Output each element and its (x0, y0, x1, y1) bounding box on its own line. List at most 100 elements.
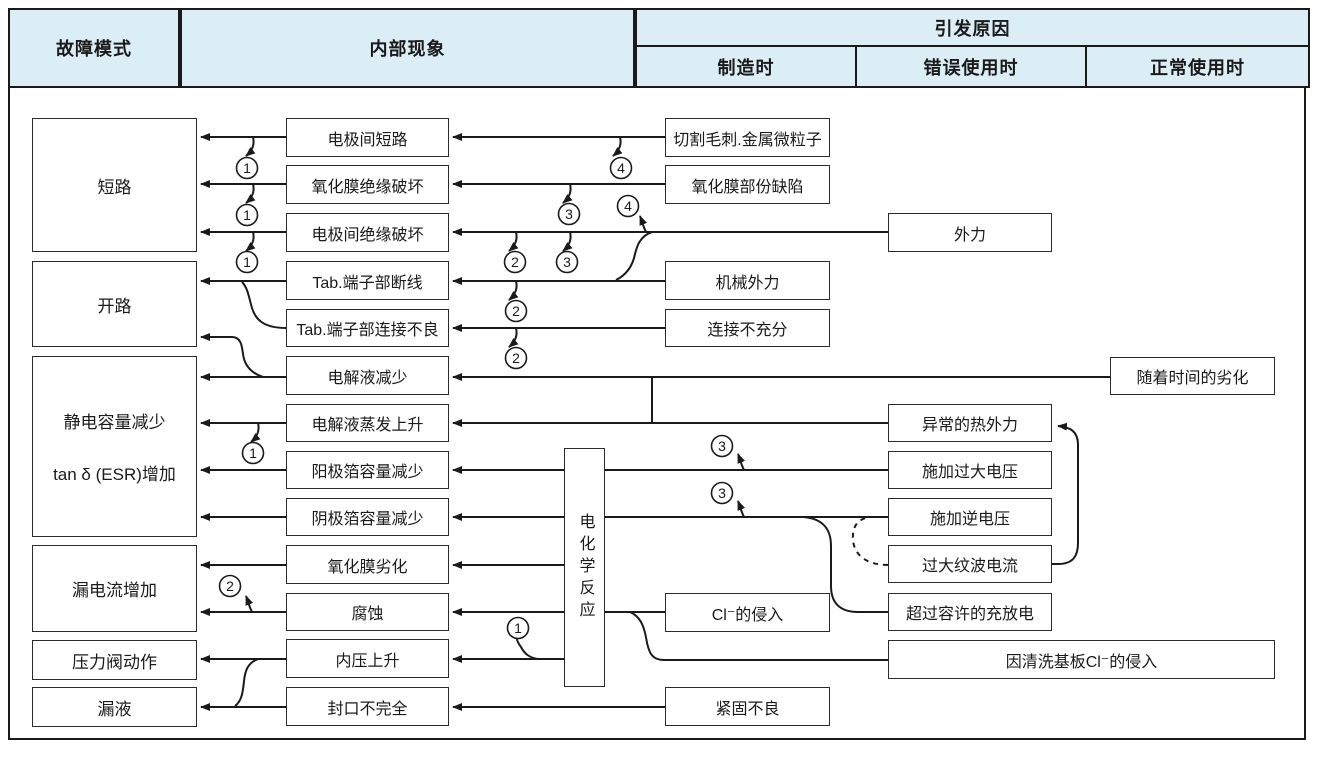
flow-box-cathode-foil-capacity-decrease: 阴极箔容量减少 (286, 498, 449, 536)
svg-text:1: 1 (249, 445, 257, 461)
flow-box-label: 施加逆电压 (929, 511, 1010, 528)
header-causes-manufacturing-label: 制造时 (717, 57, 775, 78)
svg-text:3: 3 (565, 206, 573, 222)
flow-box-over-charge-discharge: 超过容许的充放电 (888, 593, 1052, 631)
flow-edge-29 (615, 231, 653, 281)
flow-box-label: 封口不完全 (327, 700, 408, 718)
connector-badge-3: 3 (710, 434, 734, 458)
flow-box-label: 电极间绝缘破坏 (311, 226, 424, 244)
header-causes-misuse-label: 错误使用时 (923, 57, 1019, 78)
flow-box-label: Tab.端子部断线 (312, 274, 423, 292)
flow-box-label: 电极间短路 (327, 131, 408, 149)
flow-edge-42 (508, 280, 519, 301)
flow-box-electrolyte-evaporation-rise: 电解液蒸发上升 (286, 404, 449, 442)
connector-badge-1: 1 (235, 203, 259, 227)
connector-badge-2: 2 (218, 574, 242, 598)
flow-box-label: 静电容量减少 (63, 413, 166, 432)
flow-edge-32 (629, 611, 888, 661)
flow-edge-12 (200, 333, 264, 378)
flow-box-electrolyte-decrease: 电解液减少 (286, 356, 449, 395)
flow-box-label: 氧化膜劣化 (327, 558, 408, 576)
flow-box-label: 短路 (97, 177, 132, 197)
flow-edge-46 (737, 500, 746, 518)
flow-edge-38 (508, 231, 519, 252)
flow-box-excessive-ripple-current: 过大纹波电流 (888, 545, 1052, 583)
connector-badge-3: 3 (555, 250, 579, 274)
flow-box-insufficient-connection: 连接不充分 (665, 309, 830, 347)
flow-box-cutting-burr-metal-particles: 切割毛刺.金属微粒子 (665, 118, 830, 157)
header-causes-label: 引发原因 (934, 18, 1011, 39)
svg-text:1: 1 (243, 207, 251, 223)
flow-box-label: 超过容许的充放电 (905, 606, 1034, 623)
flow-box-label: 异常的热外力 (921, 417, 1018, 434)
flow-box-label: 压力阀动作 (72, 652, 157, 672)
flow-edge-33 (1052, 422, 1079, 565)
svg-text:1: 1 (243, 254, 251, 270)
flow-box-label: 阴极箔容量减少 (311, 511, 424, 528)
flow-box-cl-intrusion: Cl⁻的侵入 (665, 593, 830, 632)
flow-box-electrochemical-reaction: 电化学反应 (564, 448, 605, 687)
flow-box-tab-terminal-breakage: Tab.端子部断线 (286, 261, 449, 300)
flow-box-label: 外力 (953, 226, 986, 244)
flow-box-label: 漏液 (97, 699, 132, 719)
flow-box-label: 漏电流增加 (72, 581, 157, 600)
flow-edge-43 (508, 327, 519, 348)
svg-text:3: 3 (563, 254, 571, 270)
flow-edge-41 (612, 136, 623, 157)
flow-edge-45 (737, 453, 746, 471)
flow-box-cl-intrusion-board-cleaning: 因清洗基板Cl⁻的侵入 (888, 640, 1275, 679)
flow-box-label: 腐蚀 (351, 606, 384, 623)
flow-box-label: 随着时间的劣化 (1136, 370, 1249, 387)
connector-badge-4: 4 (616, 194, 640, 218)
flow-edge-14 (234, 658, 259, 707)
flow-box-internal-pressure-rise: 内压上升 (286, 639, 449, 678)
flow-box-label: 内压上升 (335, 652, 400, 670)
svg-text:3: 3 (718, 438, 726, 454)
svg-text:4: 4 (624, 198, 632, 214)
flow-box-external-force: 外力 (888, 213, 1052, 252)
flow-box-degradation-over-time: 随着时间的劣化 (1110, 357, 1275, 395)
flow-box-label: 氧化膜绝缘破坏 (311, 178, 424, 196)
svg-text:2: 2 (512, 350, 520, 366)
svg-text:4: 4 (617, 160, 625, 176)
header-fault-mode-label: 故障模式 (56, 39, 132, 59)
connector-badge-1: 1 (235, 156, 259, 180)
flow-box-label: 连接不充分 (707, 322, 788, 339)
flow-box-tab-terminal-poor-connection: Tab.端子部连接不良 (286, 309, 449, 347)
flow-box-abnormal-thermal-force: 异常的热外力 (888, 404, 1052, 442)
flow-box-label: 开路 (97, 296, 132, 316)
flow-edge-35 (245, 183, 256, 204)
header-internal-phenomenon: 内部现象 (180, 8, 635, 88)
flow-edge-39 (562, 231, 573, 252)
flow-box-mechanical-external-force: 机械外力 (665, 261, 830, 300)
flow-box-label: 施加过大电压 (921, 464, 1018, 481)
flow-box-oxide-film-insulation-breakdown: 氧化膜绝缘破坏 (286, 165, 449, 204)
flow-box-label: 切割毛刺.金属微粒子 (673, 131, 822, 149)
connector-badge-4: 4 (609, 156, 633, 180)
flow-box-label: 电解液减少 (327, 369, 408, 387)
header-internal-phenomenon-label: 内部现象 (369, 39, 446, 59)
connector-badge-2: 2 (503, 250, 527, 274)
flow-box-label: 电解液蒸发上升 (311, 417, 424, 434)
flow-edge-31 (851, 516, 889, 566)
flow-box-open-circuit: 开路 (32, 261, 197, 347)
flow-box-label: Tab.端子部连接不良 (296, 322, 439, 339)
svg-text:1: 1 (514, 620, 522, 636)
flow-box-excessive-voltage: 施加过大电压 (888, 451, 1052, 489)
header-fault-mode: 故障模式 (8, 8, 180, 88)
svg-text:3: 3 (718, 485, 726, 501)
connector-badge-1: 1 (506, 616, 530, 640)
flow-box-liquid-leakage: 漏液 (32, 687, 197, 727)
connector-badge-3: 3 (557, 202, 581, 226)
connector-badge-3: 3 (710, 481, 734, 505)
flow-box-label: 紧固不良 (715, 700, 780, 718)
connector-badge-1: 1 (235, 250, 259, 274)
flow-box-inter-electrode-short: 电极间短路 (286, 118, 449, 157)
flow-box-label: 机械外力 (715, 274, 780, 292)
flow-box-label: 因清洗基板Cl⁻的侵入 (1005, 653, 1158, 671)
flow-box-poor-fastening: 紧固不良 (665, 687, 830, 726)
flow-box-incomplete-sealing: 封口不完全 (286, 687, 449, 726)
